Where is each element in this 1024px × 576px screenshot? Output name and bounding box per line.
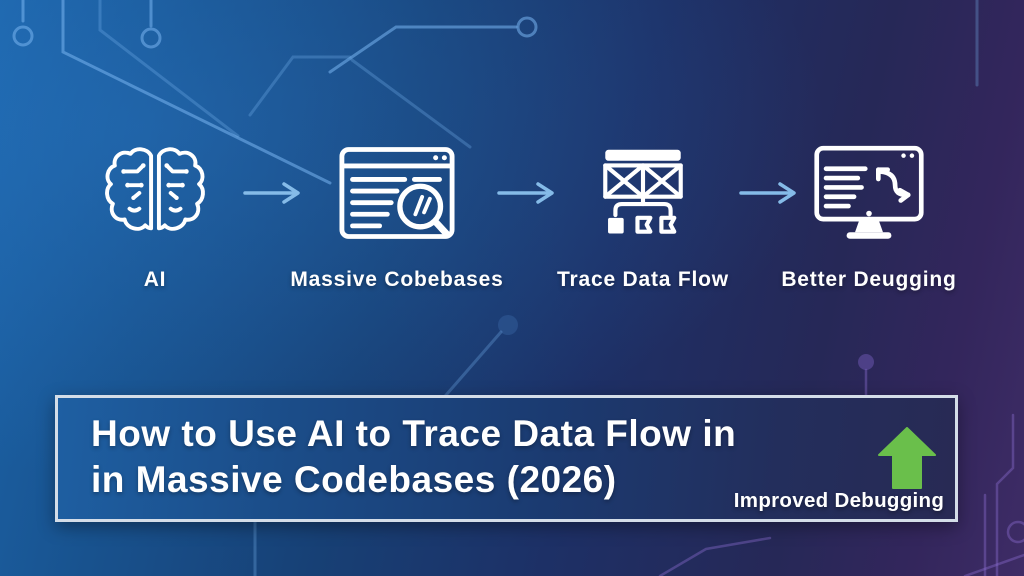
pipeline-step-dataflow: Trace Data Flow <box>513 140 773 292</box>
pipeline-step-ai: AI <box>25 140 285 292</box>
debug-monitor-icon <box>739 140 999 246</box>
flow-arrow-icon <box>243 180 301 206</box>
flow-arrow-icon <box>739 180 797 206</box>
brain-icon <box>25 140 285 246</box>
title-banner: How to Use AI to Trace Data Flow in in M… <box>55 395 958 522</box>
title-line-2: in Massive Codebases (2026) <box>91 459 617 500</box>
step-label-ai: AI <box>143 268 167 291</box>
pipeline-step-codebases: Massive Cobebases <box>267 140 527 292</box>
step-label-dataflow: Trace Data Flow <box>557 268 729 291</box>
pipeline-step-debugging: Better Deugging <box>739 140 999 292</box>
codebase-window-icon <box>267 140 527 246</box>
step-label-codebases: Massive Cobebases <box>290 268 504 291</box>
data-flowchart-icon <box>513 140 773 246</box>
step-label-debugging: Better Deugging <box>781 268 957 291</box>
title-text: How to Use AI to Trace Data Flow in in M… <box>91 411 736 503</box>
callout-label: Improved Debugging <box>733 489 945 512</box>
title-line-1: How to Use AI to Trace Data Flow in <box>91 413 737 454</box>
up-arrow-icon <box>878 427 936 489</box>
flow-arrow-icon <box>497 180 555 206</box>
